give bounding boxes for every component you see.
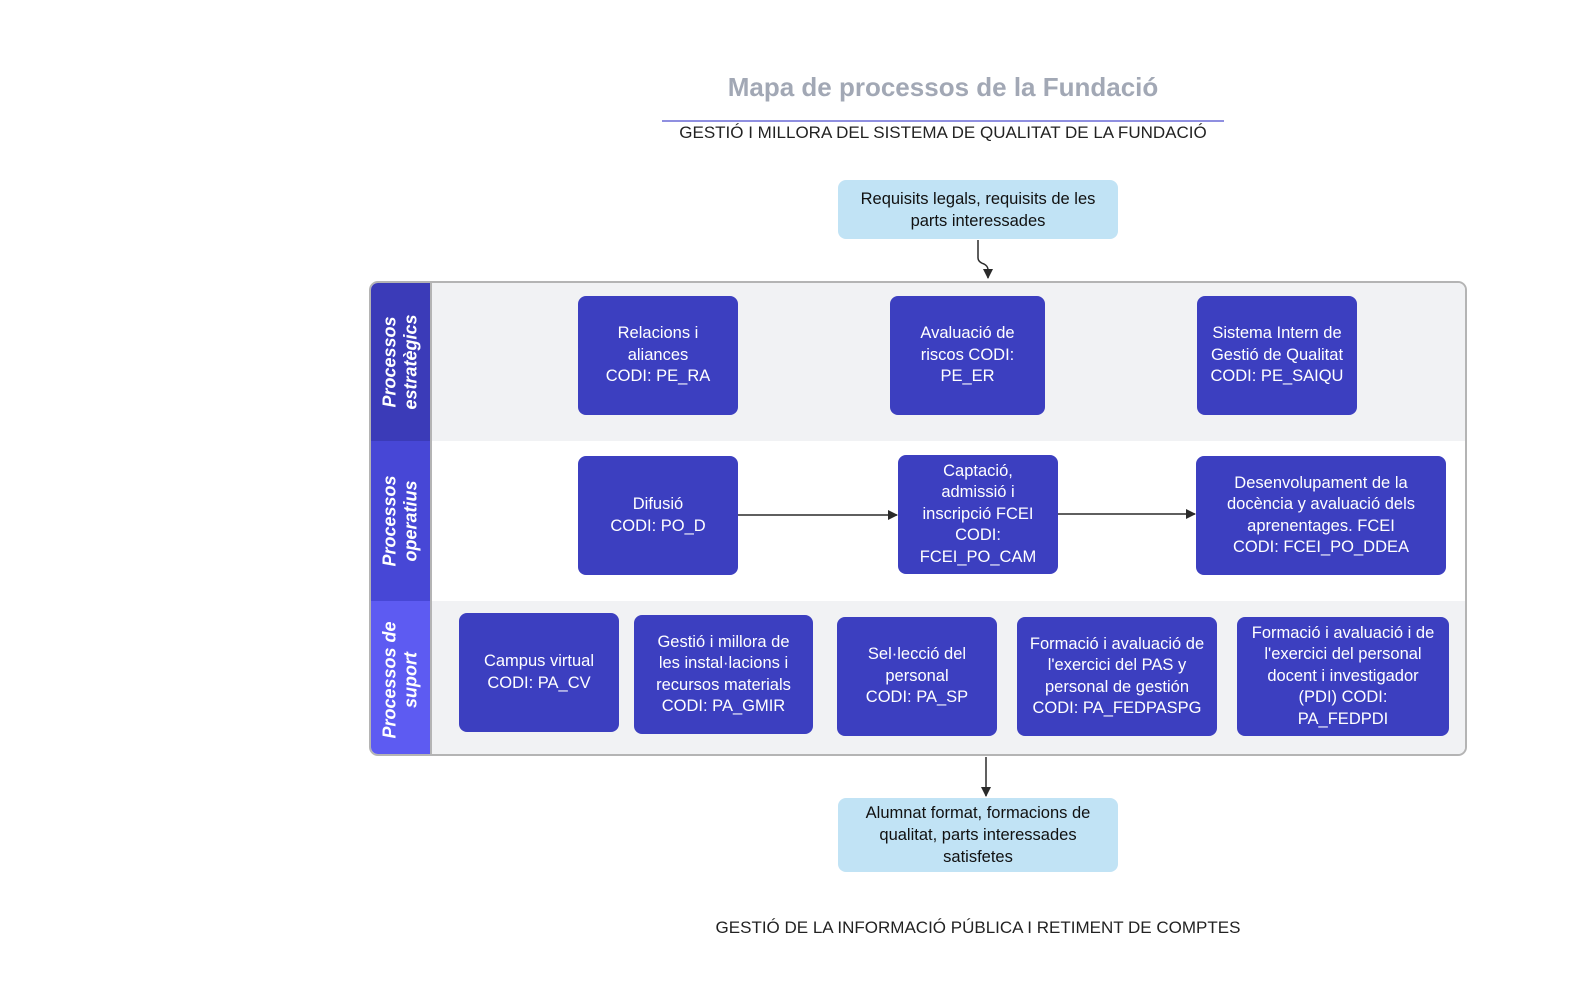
process-gestio-installacions[interactable]: Gestió i millora de les instal·lacions i… <box>634 615 813 734</box>
process-seleccio-personal[interactable]: Sel·lecció del personal CODI: PA_SP <box>837 617 997 736</box>
connector-inputs-to-pool <box>977 240 993 279</box>
inputs-text: Requisits legals, requisits de les parts… <box>860 189 1096 230</box>
process-sistema-intern-qualitat[interactable]: Sistema Intern de Gestió de Qualitat COD… <box>1197 296 1357 415</box>
outputs-text: Alumnat format, formacions de qualitat, … <box>865 804 1091 866</box>
lane-label-support: Processos de suport <box>379 620 421 739</box>
quality-management-banner: GESTIÓ I MILLORA DEL SISTEMA DE QUALITAT… <box>679 123 1207 142</box>
process-captacio-admissio[interactable]: Captació, admissió i inscripció FCEI COD… <box>898 455 1058 574</box>
process-campus-virtual[interactable]: Campus virtual CODI: PA_CV <box>459 613 619 732</box>
title-divider <box>662 120 1224 122</box>
lane-label-operative: Processos operatius <box>379 475 421 567</box>
process-desenvolupament-docencia[interactable]: Desenvolupament de la docència y avaluac… <box>1196 456 1446 575</box>
lane-header-strategic: Processos estratègics <box>371 283 432 441</box>
process-formacio-pdi[interactable]: Formació i avaluació i de l'exercici del… <box>1237 617 1449 736</box>
process-difusio[interactable]: Difusió CODI: PO_D <box>578 456 738 575</box>
outputs-box[interactable]: Alumnat format, formacions de qualitat, … <box>838 798 1118 872</box>
inputs-box[interactable]: Requisits legals, requisits de les parts… <box>838 180 1118 239</box>
process-formacio-pas[interactable]: Formació i avaluació de l'exercici del P… <box>1017 617 1217 736</box>
process-avaluacio-riscos[interactable]: Avaluació de riscos CODI: PE_ER <box>890 296 1045 415</box>
process-relacions-aliances[interactable]: Relacions i aliances CODI: PE_RA <box>578 296 738 415</box>
public-information-banner: GESTIÓ DE LA INFORMACIÓ PÚBLICA I RETIME… <box>715 918 1241 937</box>
lane-header-support: Processos de suport <box>371 601 432 754</box>
lane-label-strategic: Processos estratègics <box>379 314 421 410</box>
lane-header-operative: Processos operatius <box>371 441 432 601</box>
diagram-title: Mapa de processos de la Fundació <box>727 72 1159 102</box>
